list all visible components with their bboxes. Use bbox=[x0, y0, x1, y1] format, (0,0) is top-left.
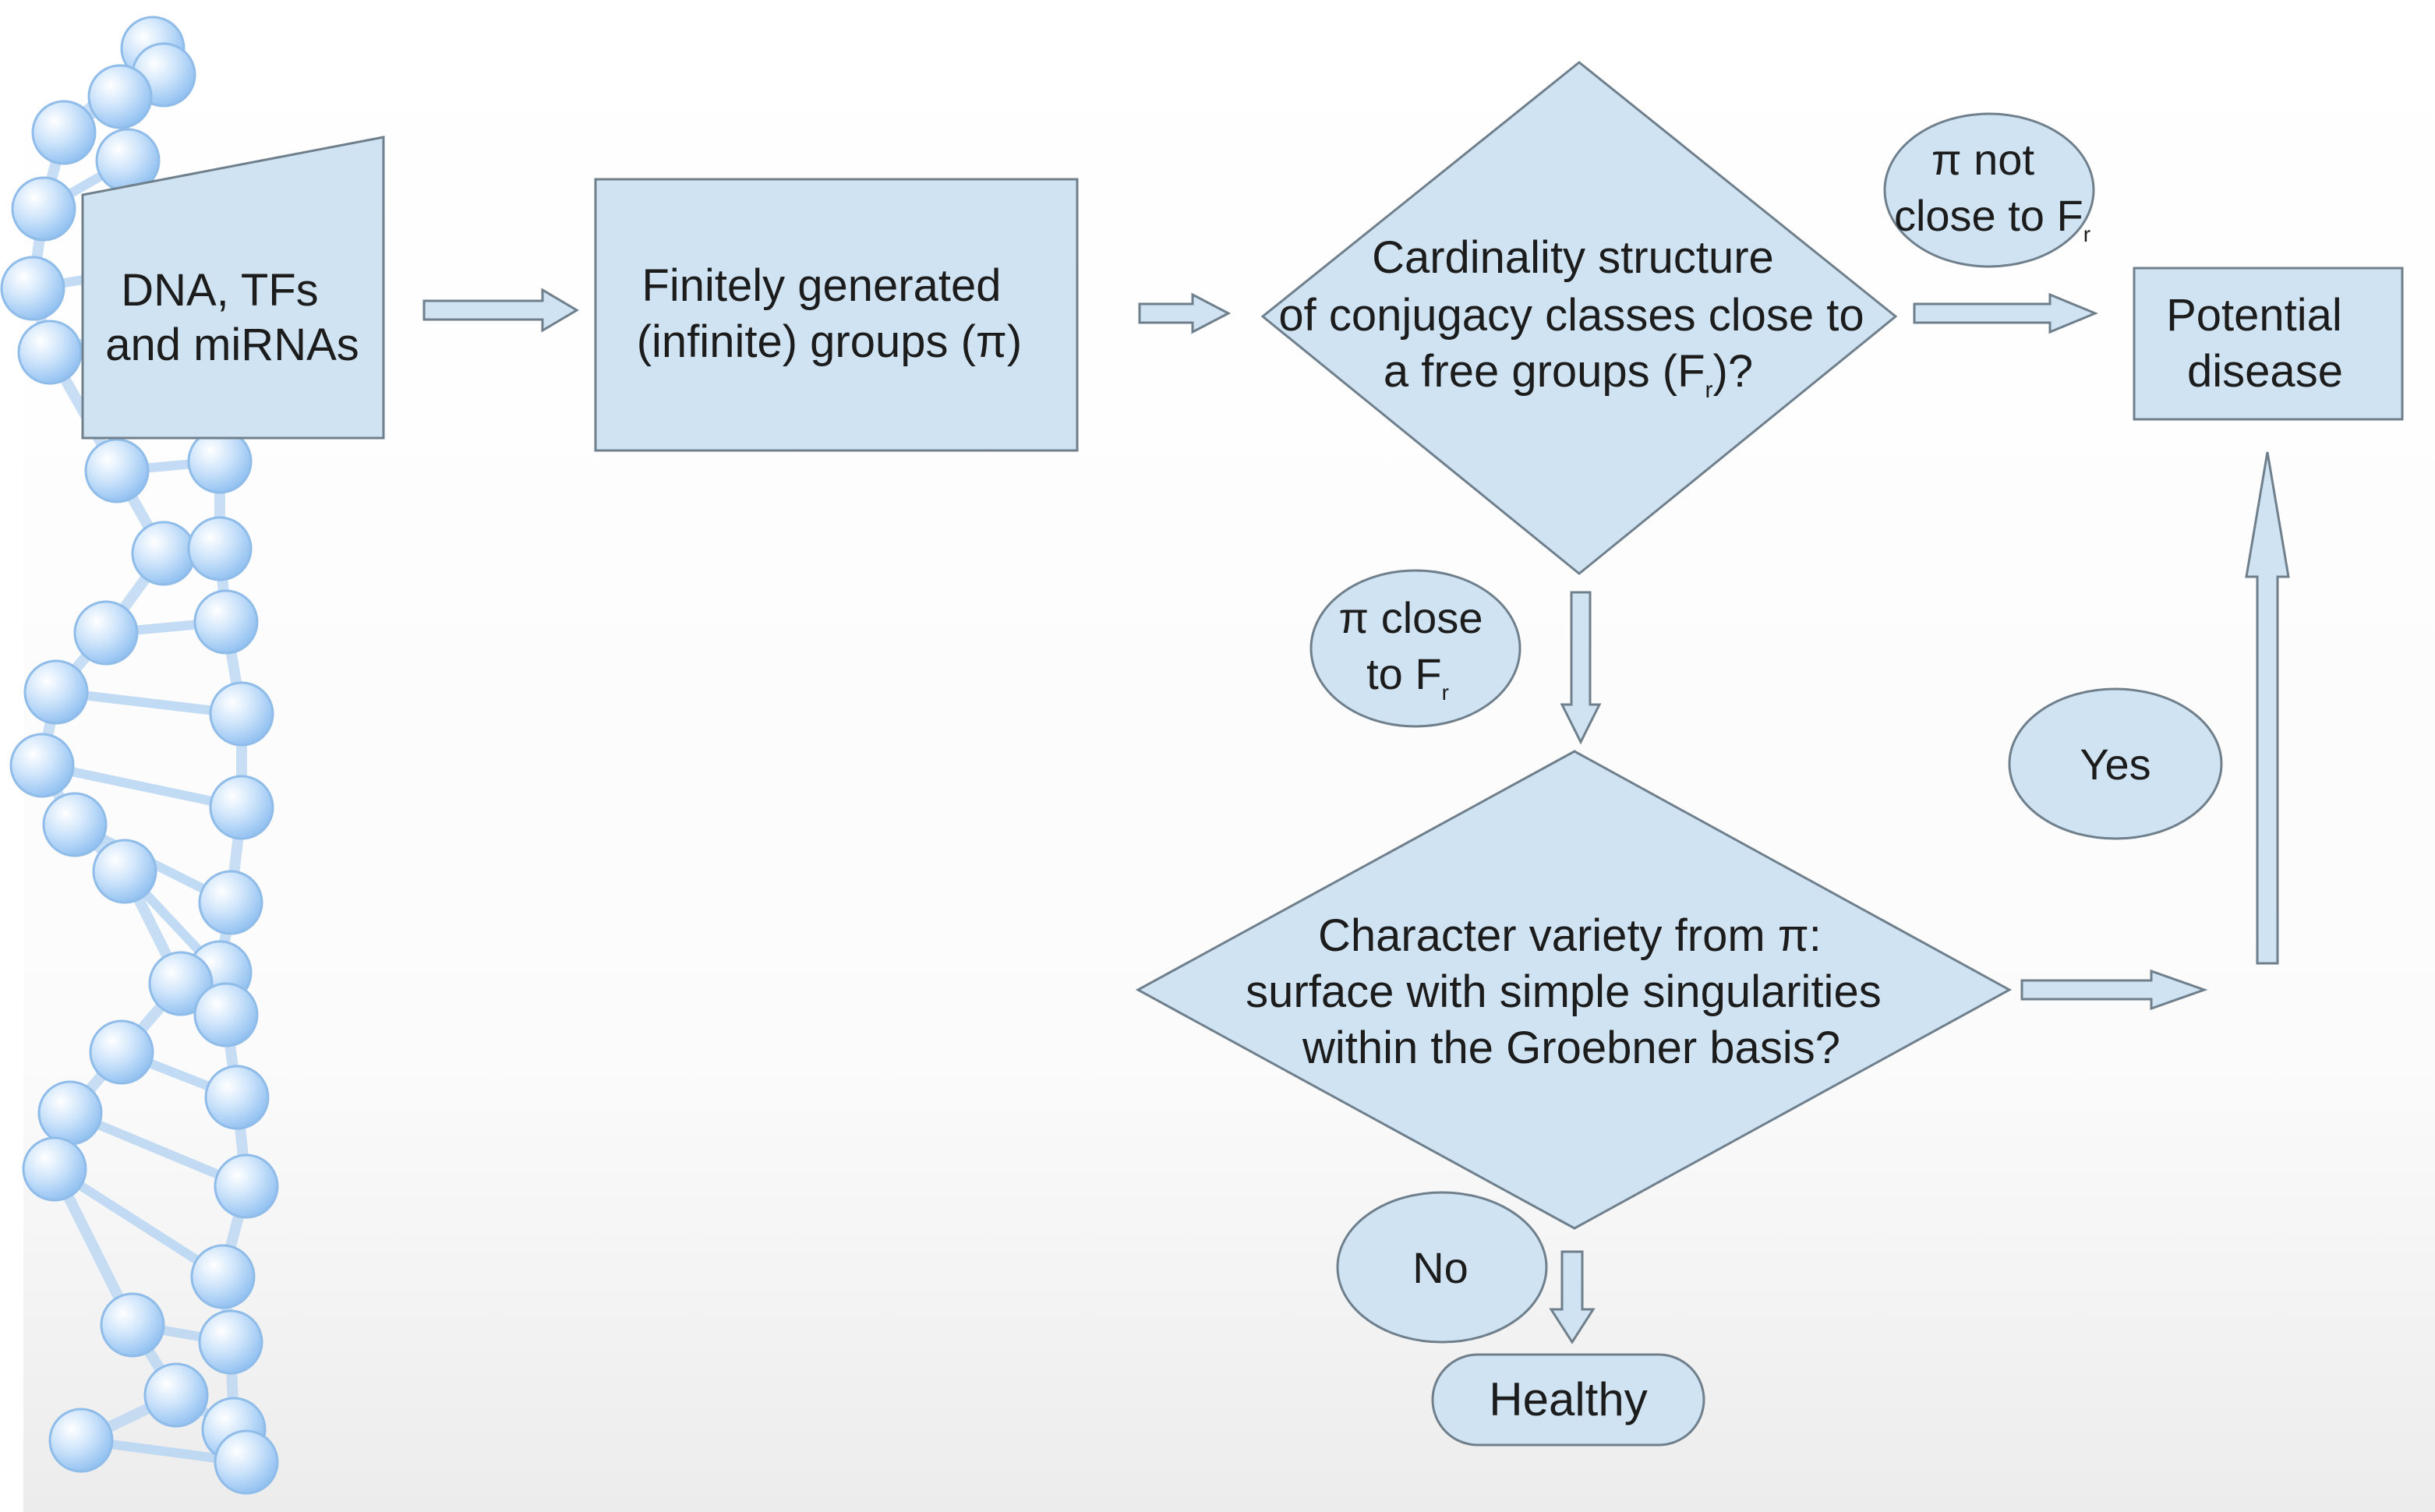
decision-character-variety-line1: Character variety from π: bbox=[1318, 910, 1822, 961]
dna-bead bbox=[190, 1244, 256, 1309]
decision-character-variety-shape bbox=[1135, 750, 2013, 1230]
arrow-decision1-to-decision2 bbox=[1560, 591, 1602, 745]
node-no: No bbox=[1336, 1191, 1548, 1344]
yes-ellipse bbox=[2008, 687, 2223, 840]
not-close-line1: π not bbox=[1931, 135, 2034, 184]
dna-bead bbox=[23, 659, 89, 725]
dna-bead bbox=[11, 176, 76, 242]
dna-bead bbox=[84, 438, 150, 503]
svg-text:to Fr: to Fr bbox=[1366, 649, 1449, 705]
decision-character-variety-line3: within the Groebner basis? bbox=[1302, 1023, 1840, 1073]
svg-text:Finitely generated (infi: Finitely generated (infinite) groups (π) bbox=[637, 260, 1023, 367]
close-line2-sub: r bbox=[1442, 680, 1449, 705]
dna-bead bbox=[42, 792, 108, 857]
dna-bead bbox=[48, 1408, 114, 1473]
arrow-decision2-to-healthy bbox=[1549, 1250, 1596, 1344]
not-close-ellipse bbox=[1883, 112, 2095, 268]
dna-bead bbox=[193, 982, 259, 1047]
input-shape bbox=[81, 136, 385, 440]
dna-bead bbox=[198, 870, 263, 935]
healthy-label: Healthy bbox=[1489, 1373, 1647, 1425]
decision-conjugacy-shape bbox=[1260, 61, 1898, 575]
dna-helix-icon bbox=[0, 16, 279, 1495]
input-label-line1: DNA, TFs bbox=[121, 265, 319, 316]
no-label: No bbox=[1412, 1243, 1468, 1292]
dna-bead bbox=[17, 320, 83, 385]
arrow-decision1-to-potential bbox=[1913, 292, 2098, 334]
groups-label-line1: Finitely generated bbox=[641, 260, 1001, 311]
node-potential-disease: Potential disease bbox=[2133, 267, 2404, 421]
node-groups: Finitely generated (infinite) groups (π) bbox=[594, 178, 1079, 452]
yes-label: Yes bbox=[2080, 740, 2151, 789]
decision-conjugacy-line3-post: )? bbox=[1713, 346, 1754, 397]
arrows bbox=[422, 288, 2290, 1344]
healthy-pill bbox=[1431, 1353, 1705, 1447]
close-line1: π close bbox=[1339, 593, 1483, 642]
svg-text:Character variety from π:: Character variety from π: surface with s… bbox=[1246, 910, 1894, 1073]
dna-bead bbox=[9, 733, 75, 798]
node-input: DNA, TFs and miRNAs bbox=[81, 136, 385, 440]
not-close-line2-sub: r bbox=[2083, 222, 2090, 246]
decision-conjugacy-line2: of conjugacy classes close to bbox=[1278, 290, 1864, 341]
dna-bead bbox=[187, 516, 253, 581]
dna-bead bbox=[87, 64, 153, 129]
dna-bead bbox=[214, 1153, 279, 1219]
decision-conjugacy-line1: Cardinality structure bbox=[1372, 232, 1774, 283]
node-yes: Yes bbox=[2008, 687, 2223, 840]
dna-bead bbox=[0, 256, 65, 321]
node-not-close: π not close to Fr bbox=[1883, 112, 2095, 268]
dna-bead bbox=[37, 1080, 103, 1146]
close-line2-pre: to F bbox=[1366, 649, 1441, 698]
not-close-line2-pre: close to F bbox=[1894, 191, 2083, 240]
dna-bead bbox=[143, 1362, 209, 1428]
dna-bead bbox=[100, 1292, 165, 1358]
dna-bead bbox=[73, 600, 139, 666]
decision-character-variety-line2: surface with simple singularities bbox=[1246, 966, 1882, 1017]
groups-label-line2: (infinite) groups (π) bbox=[637, 316, 1023, 367]
potential-disease-box bbox=[2133, 267, 2404, 421]
dna-bead bbox=[22, 1136, 87, 1202]
arrow-yes-to-potential bbox=[2245, 451, 2290, 965]
dna-bead bbox=[31, 100, 97, 165]
svg-text:Cardinality structure of: Cardinality structure of conjugacy class… bbox=[1278, 232, 1864, 341]
potential-disease-line2: disease bbox=[2187, 346, 2343, 397]
dna-bead bbox=[209, 775, 274, 840]
node-close: π close to Fr bbox=[1309, 569, 1521, 728]
dna-bead bbox=[198, 1309, 263, 1375]
dna-bead bbox=[92, 839, 157, 904]
arrow-input-to-groups bbox=[422, 288, 579, 333]
dna-bead bbox=[193, 589, 259, 655]
dna-bead bbox=[209, 681, 274, 747]
dna-bead bbox=[89, 1019, 154, 1085]
decision-conjugacy-line3-sub: r bbox=[1705, 377, 1713, 403]
dna-bead bbox=[214, 1429, 279, 1495]
dna-bead bbox=[148, 951, 214, 1016]
dna-bead bbox=[187, 429, 253, 494]
arrow-groups-to-decision1 bbox=[1138, 292, 1232, 334]
potential-disease-line1: Potential bbox=[2166, 290, 2342, 341]
svg-text:Potential disease: Potential disease bbox=[2166, 290, 2355, 397]
groups-box bbox=[594, 178, 1079, 452]
dna-bead bbox=[204, 1065, 270, 1130]
svg-text:a free groups (Fr)?: a free groups (Fr)? bbox=[1384, 346, 1753, 403]
input-label-line2: and miRNAs bbox=[105, 320, 359, 370]
close-ellipse bbox=[1309, 569, 1521, 728]
node-decision-conjugacy: Cardinality structure of conjugacy class… bbox=[1260, 61, 1898, 575]
arrow-decision2-to-yes-path bbox=[2020, 969, 2208, 1011]
svg-text:DNA, TFs and miRNAs: DNA, TFs and miRNAs bbox=[105, 265, 359, 370]
svg-text:close to Fr: close to Fr bbox=[1894, 191, 2090, 246]
decision-conjugacy-line3-pre: a free groups (F bbox=[1384, 346, 1705, 397]
node-healthy: Healthy bbox=[1431, 1353, 1705, 1447]
no-ellipse bbox=[1336, 1191, 1548, 1344]
dna-bead bbox=[131, 521, 196, 586]
node-decision-character-variety: Character variety from π: surface with s… bbox=[1135, 750, 2013, 1230]
